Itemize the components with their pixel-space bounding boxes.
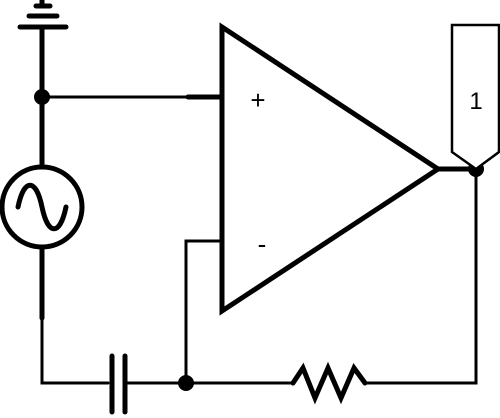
inverting-feedback-wire: [184, 239, 224, 385]
ground-symbol: [17, 0, 69, 30]
output-probe-label: 1: [469, 88, 482, 115]
capacitor: [109, 353, 128, 415]
ac-source: [0, 164, 85, 250]
sine-wave-icon: [15, 183, 69, 231]
inverting-label: -: [258, 229, 267, 259]
output-probe: 1: [450, 23, 500, 171]
resistor: [290, 361, 368, 405]
noninverting-label: +: [250, 85, 265, 115]
output-feedback-wire: [363, 167, 478, 385]
bottom-left-wire: [40, 316, 110, 385]
opamp-triangle: [219, 22, 443, 316]
